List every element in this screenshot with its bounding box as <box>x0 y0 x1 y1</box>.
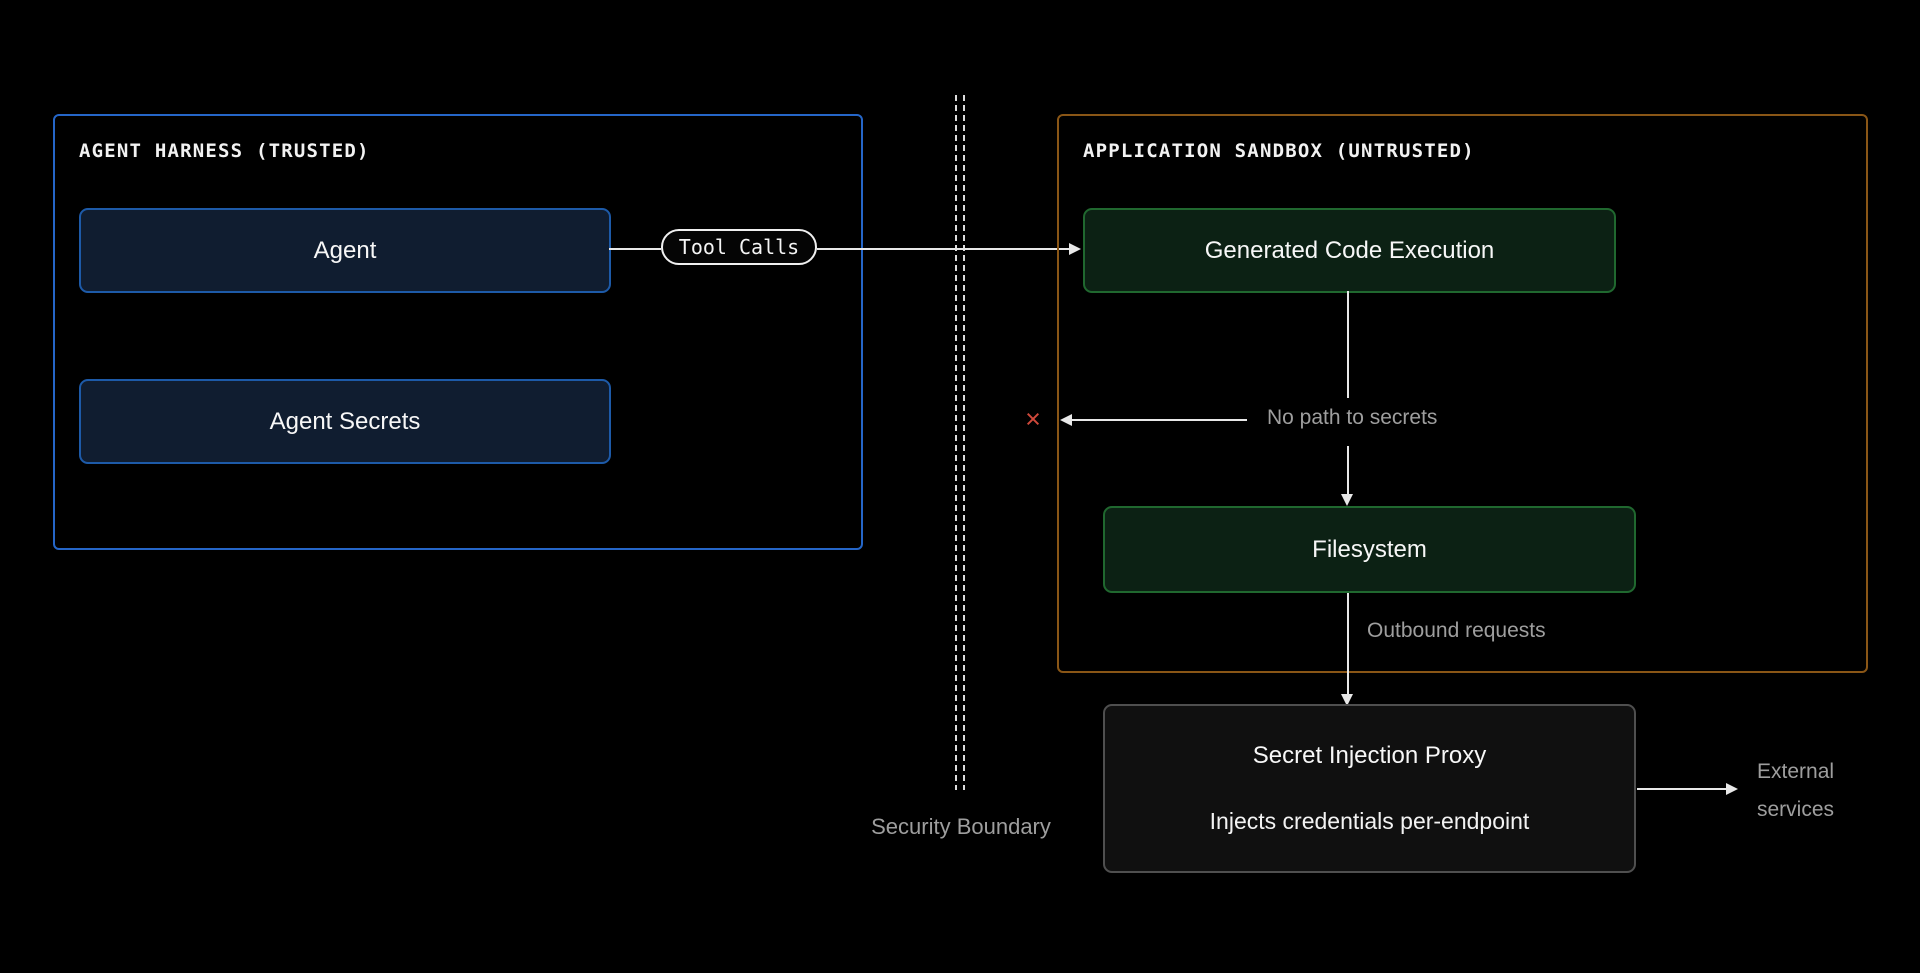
arrowhead-left-icon <box>1060 414 1072 426</box>
external-services-label: External services <box>1757 760 1835 821</box>
flow-line-codeexec-to-label <box>1347 291 1349 398</box>
proxy-subtitle: Injects credentials per-endpoint <box>1209 808 1530 834</box>
tool-calls-badge-label: Tool Calls <box>678 235 800 259</box>
outbound-requests-label: Outbound requests <box>1367 619 1546 642</box>
agent-node-label: Agent <box>313 236 377 264</box>
secret-injection-proxy-node: Secret Injection Proxy Injects credentia… <box>1103 704 1636 873</box>
tool-calls-line-right <box>817 248 1070 250</box>
flow-line-filesystem-to-proxy <box>1347 593 1349 694</box>
application-sandbox-panel-title: APPLICATION SANDBOX (UNTRUSTED) <box>1083 140 1475 162</box>
agent-node: Agent <box>79 208 611 293</box>
filesystem-node-label: Filesystem <box>1312 535 1427 563</box>
flow-line-label-to-filesystem <box>1347 446 1349 494</box>
blocked-path-line <box>1072 419 1247 421</box>
security-boundary-line <box>963 95 965 790</box>
agent-harness-panel-title: AGENT HARNESS (TRUSTED) <box>79 140 370 162</box>
security-boundary-label: Security Boundary <box>871 814 1051 839</box>
proxy-title: Secret Injection Proxy <box>1252 742 1487 769</box>
no-path-to-secrets-label: No path to secrets <box>1267 406 1438 429</box>
agent-secrets-node: Agent Secrets <box>79 379 611 464</box>
arrowhead-down-icon <box>1341 494 1353 506</box>
security-boundary-line <box>955 95 957 790</box>
generated-code-execution-label: Generated Code Execution <box>1204 236 1495 264</box>
tool-calls-badge: Tool Calls <box>661 229 817 265</box>
application-sandbox-panel: APPLICATION SANDBOX (UNTRUSTED) Generate… <box>1057 114 1868 673</box>
blocked-x-icon: × <box>1025 404 1041 434</box>
external-services-line <box>1637 788 1726 790</box>
arrowhead-down-icon <box>1341 694 1353 706</box>
agent-harness-panel: AGENT HARNESS (TRUSTED) Agent Agent Secr… <box>53 114 863 550</box>
agent-secrets-node-label: Agent Secrets <box>269 407 421 435</box>
arrowhead-right-icon <box>1069 243 1081 255</box>
tool-calls-line-left <box>609 248 661 250</box>
filesystem-node: Filesystem <box>1103 506 1636 593</box>
generated-code-execution-node: Generated Code Execution <box>1083 208 1616 293</box>
arrowhead-right-icon <box>1726 783 1738 795</box>
